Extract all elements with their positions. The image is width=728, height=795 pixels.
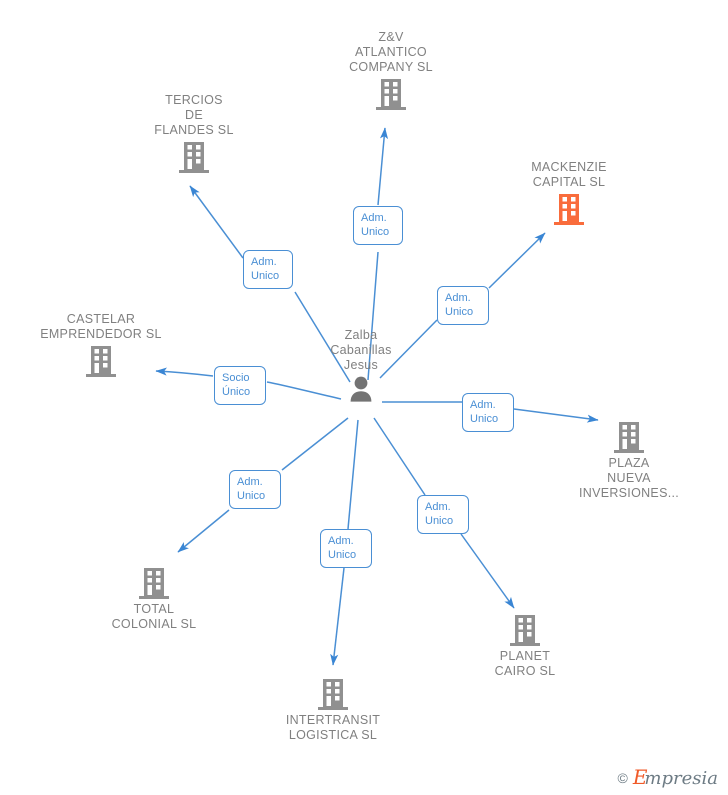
edge-label-planet-cairo[interactable]: Adm. Unico bbox=[417, 495, 469, 534]
edge-label-total-colonial[interactable]: Adm. Unico bbox=[229, 470, 281, 509]
edge-label-castelar-emprendedor[interactable]: Socio Único bbox=[214, 366, 266, 405]
edge-label-mackenzie-capital[interactable]: Adm. Unico bbox=[437, 286, 489, 325]
edge-label-intertransit-logistica[interactable]: Adm. Unico bbox=[320, 529, 372, 568]
node-plaza-nueva-inversiones[interactable]: PLAZA NUEVA INVERSIONES... bbox=[549, 420, 709, 501]
edge-line-plaza-nueva-2 bbox=[513, 408, 599, 423]
node-castelar-emprendedor[interactable]: CASTELAR EMPRENDEDOR SL bbox=[21, 312, 181, 378]
node-mackenzie-capital[interactable]: MACKENZIE CAPITAL SL bbox=[489, 160, 649, 226]
edge-line-planet-cairo-2 bbox=[460, 533, 515, 609]
brand-wordmark: Empresia bbox=[633, 767, 718, 789]
building-icon bbox=[614, 422, 644, 453]
node-label-planet-cairo: PLANET CAIRO SL bbox=[494, 649, 556, 678]
node-zv-atlantico[interactable]: Z&V ATLANTICO COMPANY SL bbox=[311, 30, 471, 111]
edge-line-total-colonial bbox=[281, 417, 349, 471]
brand-initial: E bbox=[632, 765, 648, 789]
edge-line-mackenzie-2 bbox=[488, 232, 546, 289]
node-label-total-colonial: TOTAL COLONIAL SL bbox=[111, 602, 197, 631]
node-label-tercios-de-flandes: TERCIOS DE FLANDES SL bbox=[154, 93, 234, 137]
edge-label-zv-atlantico[interactable]: Adm. Unico bbox=[353, 206, 403, 245]
brand-rest: mpresia bbox=[644, 768, 718, 789]
watermark-empresia: © Empresia bbox=[617, 767, 718, 789]
node-total-colonial[interactable]: TOTAL COLONIAL SL bbox=[74, 566, 234, 632]
node-label-plaza-nueva-inversiones: PLAZA NUEVA INVERSIONES... bbox=[578, 456, 680, 500]
edge-line-zv-atlantico-2 bbox=[377, 127, 389, 206]
edge-label-tercios-de-flandes[interactable]: Adm. Unico bbox=[243, 250, 293, 289]
copyright-symbol: © bbox=[617, 770, 628, 786]
edge-label-plaza-nueva-inversiones[interactable]: Adm. Unico bbox=[462, 393, 514, 432]
building-icon bbox=[86, 346, 116, 377]
building-icon bbox=[139, 568, 169, 599]
edge-line-tercios bbox=[294, 291, 351, 383]
edge-line-tercios-2 bbox=[189, 185, 244, 259]
edge-line-castelar-2 bbox=[155, 367, 214, 377]
node-tercios-de-flandes[interactable]: TERCIOS DE FLANDES SL bbox=[114, 93, 274, 174]
node-intertransit-logistica[interactable]: INTERTRANSIT LOGISTICA SL bbox=[253, 677, 413, 743]
edge-line-mackenzie bbox=[379, 319, 438, 379]
node-label-mackenzie-capital: MACKENZIE CAPITAL SL bbox=[531, 160, 607, 189]
edge-line-intertransit-2 bbox=[330, 567, 345, 666]
building-icon bbox=[318, 679, 348, 710]
node-label-intertransit-logistica: INTERTRANSIT LOGISTICA SL bbox=[285, 713, 381, 742]
node-planet-cairo[interactable]: PLANET CAIRO SL bbox=[445, 613, 605, 679]
edge-line-planet-cairo bbox=[373, 417, 426, 496]
node-label-center-person: Zalba Cabanillas Jesus bbox=[330, 328, 392, 372]
building-icon bbox=[376, 79, 406, 110]
person-icon bbox=[350, 376, 372, 402]
node-label-castelar-emprendedor: CASTELAR EMPRENDEDOR SL bbox=[40, 312, 162, 341]
building-icon bbox=[179, 142, 209, 173]
edge-line-castelar bbox=[266, 381, 342, 400]
building-icon bbox=[510, 615, 540, 646]
edge-line-total-colonial-2 bbox=[177, 509, 230, 553]
node-center-person[interactable]: Zalba Cabanillas Jesus bbox=[281, 328, 441, 405]
node-label-zv-atlantico: Z&V ATLANTICO COMPANY SL bbox=[349, 30, 433, 74]
edge-line-intertransit bbox=[347, 419, 359, 530]
edge-line-zv-atlantico bbox=[367, 251, 379, 381]
building-icon-highlighted bbox=[554, 194, 584, 225]
